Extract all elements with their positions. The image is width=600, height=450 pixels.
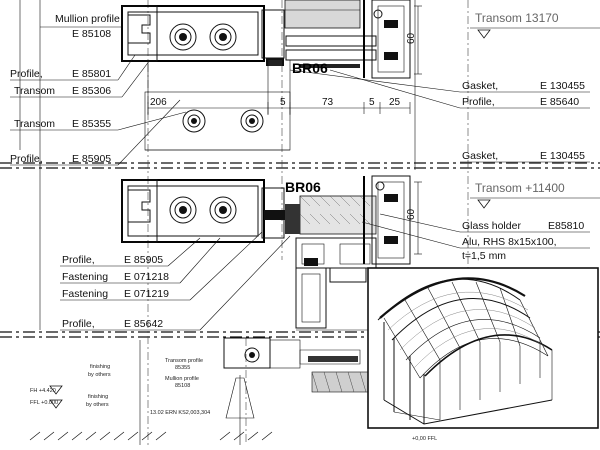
- upper-mullion-section: [121, 0, 411, 79]
- lower-right-leaders: [361, 213, 590, 249]
- label-e85306: E 85306: [72, 85, 111, 97]
- upper-level-label: Transom 13170: [475, 11, 559, 25]
- upper-transom-section: [144, 91, 291, 151]
- label-finishing-2a: finishing: [88, 394, 108, 400]
- label-e130455-b: E 130455: [540, 150, 585, 162]
- dim-73: 73: [322, 97, 334, 108]
- floor-level-top-prefix: FH: [30, 388, 37, 394]
- label-e85905-a: E 85905: [72, 153, 111, 165]
- label-fastening-1: Fastening: [62, 271, 108, 283]
- label-e85108: E 85108: [72, 28, 111, 40]
- label-e85810: E85810: [548, 220, 584, 232]
- label-e130455-a: E 130455: [540, 80, 585, 92]
- label-e85801: E 85801: [72, 68, 111, 80]
- dim-60a: 60: [406, 32, 417, 44]
- upper-level-marker: [470, 27, 600, 39]
- label-e071219: E 071219: [124, 288, 169, 300]
- label-code-line: 13.02 ERN KS2,003,304: [150, 410, 210, 416]
- dim-5a: 5: [280, 97, 286, 108]
- label-e85355: E 85355: [72, 118, 111, 130]
- lower-level-marker: [470, 197, 600, 209]
- upper-marker-br06: BR06: [292, 60, 328, 76]
- floor-level-bottom-prefix: FFL: [30, 400, 40, 406]
- label-profile-3: Profile,: [62, 254, 95, 266]
- lower-mullion-section: [121, 175, 411, 265]
- lower-frame-profile: [295, 237, 377, 331]
- dim-25: 25: [389, 97, 401, 108]
- lower-level-label: Transom +11400: [475, 181, 565, 195]
- dim-5b: 5: [369, 97, 375, 108]
- label-e071218: E 071218: [124, 271, 169, 283]
- label-profile-4: Profile,: [62, 318, 95, 330]
- label-e85905-b: E 85905: [124, 254, 163, 266]
- floor-level-bottom: FFL +0.000: [30, 400, 58, 406]
- label-thickness: t=1,5 mm: [462, 250, 506, 262]
- label-profile-5: Profile,: [462, 96, 495, 108]
- label-bottom-right: +0,00 FFL: [412, 436, 437, 442]
- upper-right-leaders: [289, 69, 590, 163]
- dim-60b: 60: [406, 208, 417, 220]
- label-gasket-1: Gasket,: [462, 80, 498, 92]
- label-finishing-1b: by others: [88, 372, 111, 378]
- upper-left-leaders: [10, 26, 187, 166]
- label-glass-holder: Glass holder: [462, 220, 521, 232]
- label-e85640: E 85640: [540, 96, 579, 108]
- label-fastening-2: Fastening: [62, 288, 108, 300]
- label-transom-profile: Transom profile: [165, 358, 203, 364]
- label-transom-profile-code: 85355: [175, 365, 190, 371]
- lower-left-leaders: [60, 231, 291, 331]
- floor-level-top-value: +4.420: [39, 388, 56, 394]
- floor-level-top: FH +4.420: [30, 388, 56, 394]
- isometric-inset: [367, 267, 599, 429]
- label-transom-2: Transom: [14, 118, 55, 130]
- label-mullion-profile-b: Mullion profile: [165, 376, 199, 382]
- label-alu-rhs: Alu, RHS 8x15x100,: [462, 236, 557, 248]
- lower-marker-br06: BR06: [285, 179, 321, 195]
- lower-dim-60: [414, 181, 422, 255]
- label-mullion-profile: Mullion profile: [55, 13, 120, 25]
- dim-206: 206: [150, 97, 167, 108]
- label-finishing-1a: finishing: [90, 364, 110, 370]
- upper-dim-60: [414, 5, 422, 75]
- label-e85642: E 85642: [124, 318, 163, 330]
- label-finishing-2b: by others: [86, 402, 109, 408]
- upper-dimension-chain: [147, 60, 411, 115]
- floor-detail: [29, 337, 369, 445]
- label-transom-1: Transom: [14, 85, 55, 97]
- label-profile-2: Profile,: [10, 153, 43, 165]
- label-gasket-2: Gasket,: [462, 150, 498, 162]
- floor-level-bottom-value: +0.000: [41, 400, 58, 406]
- label-mullion-profile-code: 85108: [175, 383, 190, 389]
- label-profile-1: Profile,: [10, 68, 43, 80]
